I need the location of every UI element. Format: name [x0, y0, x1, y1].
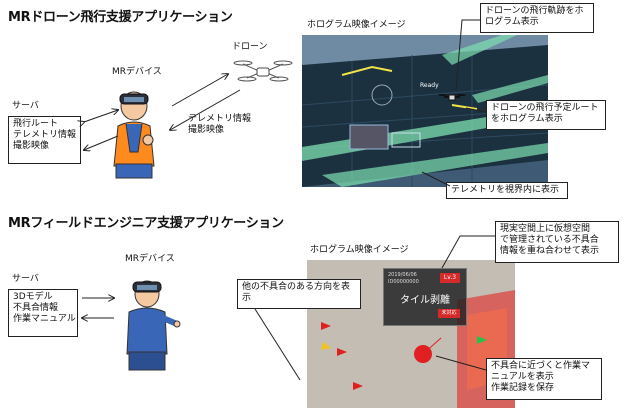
direction-marker-icon	[321, 322, 331, 330]
defect-date: 2019/06/06	[388, 272, 417, 278]
mr-device-label: MRデバイス	[125, 254, 175, 264]
hologram-label-2: ホログラム映像イメージ	[310, 245, 409, 255]
drone-to-device-label: テレメトリ情報 撮影映像	[188, 114, 251, 136]
callout-text: 他の不具合のある方向を表	[242, 282, 351, 292]
arrow-device-server	[84, 135, 119, 150]
mr-device-label: MRデバイス	[112, 67, 162, 77]
callout-overlay: 現実空間上に仮想空間 で管理されている不具合 情報を重ね合わせて表示	[495, 221, 619, 263]
callout-text: 示	[242, 293, 252, 303]
server-label: サーバ	[12, 274, 39, 284]
callout-text: 不具合に近づくと作業マ	[491, 361, 591, 371]
arrow-device-drone	[171, 74, 228, 107]
direction-marker-icon	[353, 382, 363, 390]
server-label: サーバ	[12, 101, 39, 111]
section1-title: MRドローン飛行支援アプリケーション	[8, 10, 233, 25]
callout-text: で管理されている不具合	[500, 235, 599, 245]
direction-marker-icon	[321, 342, 331, 350]
server-item: 作業マニュアル	[13, 314, 76, 324]
callout-text: をホログラム表示	[491, 114, 563, 124]
callout-trajectory: ドローンの飛行軌跡をホ ログラム表示	[480, 3, 594, 33]
drone-hologram-icon	[438, 94, 466, 101]
status-badge: 未対応	[438, 309, 460, 318]
section2-title: MRフィールドエンジニア支援アプリケーション	[8, 216, 284, 231]
direction-marker-icon	[477, 336, 487, 344]
callout-approach: 不具合に近づくと作業マ ニュアルを表示 作業記録を保存	[486, 358, 602, 400]
callout-text: ドローンの飛行軌跡をホ	[485, 6, 584, 16]
callout-telemetry: テレメトリを視界内に表示	[446, 182, 568, 199]
callout-text: ニュアルを表示	[491, 372, 554, 382]
footage-text: 撮影映像	[188, 125, 225, 135]
callout-direction: 他の不具合のある方向を表 示	[237, 279, 361, 309]
hud-ready-text: Ready	[420, 82, 439, 89]
telemetry-text: テレメトリ情報	[188, 114, 252, 124]
callout-text: ドローンの飛行予定ルート	[491, 103, 599, 113]
defect-id: ID00000000	[388, 279, 419, 285]
callout-text: 現実空間上に仮想空間	[500, 224, 591, 234]
drone-label: ドローン	[232, 42, 268, 52]
defect-title: タイル剥離	[400, 295, 450, 306]
server-item: 不具合情報	[13, 303, 59, 313]
callout-text: ログラム表示	[485, 17, 539, 27]
arrow-drone-device	[170, 89, 241, 130]
server-item: 飛行ルート	[13, 119, 59, 129]
level-badge: Lv.3	[440, 273, 460, 283]
callout-text: 情報を重ね合わせて表示	[500, 246, 600, 256]
drone-icon	[233, 60, 293, 82]
engineer-with-headset-icon	[113, 91, 155, 179]
server-item: 3Dモデル	[13, 292, 53, 302]
direction-marker-icon	[337, 348, 347, 356]
callout-text: テレメトリを視界内に表示	[451, 185, 560, 195]
arrow-server-device	[84, 110, 118, 122]
callout-text: 作業記録を保存	[491, 383, 555, 393]
defect-card: 2019/06/06 ID00000000 Lv.3 タイル剥離 未対応	[383, 268, 467, 326]
engineer-with-headset-icon	[126, 280, 181, 371]
callout-planned-route: ドローンの飛行予定ルート をホログラム表示	[486, 100, 606, 130]
hologram-label-1: ホログラム映像イメージ	[307, 20, 406, 30]
drone-hologram-image: Ready	[301, 35, 549, 187]
server-item: テレメトリ情報	[13, 130, 77, 140]
server-box: 3Dモデル 不具合情報 作業マニュアル	[8, 289, 78, 337]
server-box: 飛行ルート テレメトリ情報 撮影映像	[8, 116, 81, 164]
server-item: 撮影映像	[13, 141, 50, 151]
